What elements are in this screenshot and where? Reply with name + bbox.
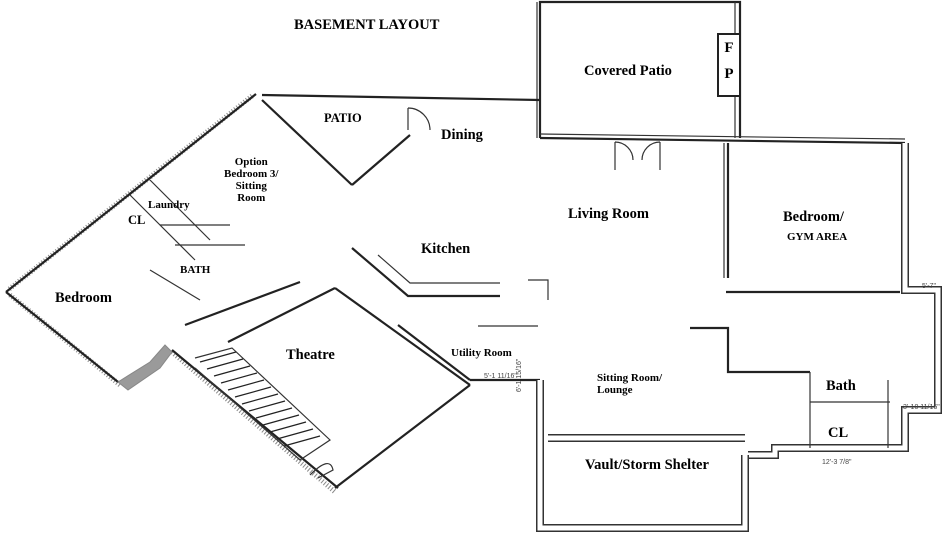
page-title: BASEMENT LAYOUT — [294, 17, 440, 33]
option-bedroom-line-3: Sitting — [235, 180, 267, 193]
room-label-patio: PATIO — [324, 111, 362, 125]
sitting-room-line-1: Sitting Room/ — [597, 372, 663, 384]
room-label-bedroom-left: Bedroom — [55, 290, 112, 306]
ground-hatch — [117, 344, 173, 391]
dimension-label-3: 3'-10 11/16" — [903, 404, 940, 411]
utility-walls — [397, 324, 540, 382]
fireplace-label-p: P — [724, 66, 734, 82]
dimension-label-4: 12'-3 7/8" — [822, 459, 852, 466]
option-bedroom-line-2: Bedroom 3/ — [224, 168, 279, 181]
fireplace-box: F P — [717, 33, 741, 97]
left-exterior-walls — [5, 93, 411, 387]
kitchen-walls — [351, 247, 549, 300]
option-bedroom-line-1: Option — [234, 156, 268, 168]
room-label-sitting-room: Sitting Room/ Lounge — [597, 372, 662, 396]
room-label-gym-area: GYM AREA — [787, 231, 848, 243]
room-label-closet-left: CL — [128, 213, 146, 227]
vault-walls — [536, 380, 749, 532]
room-label-kitchen: Kitchen — [421, 241, 471, 257]
dimension-label-1: 5'-1 11/16" — [484, 373, 517, 380]
upper-walls — [261, 93, 906, 145]
fireplace-label-f: F — [724, 40, 734, 56]
room-label-theatre: Theatre — [286, 347, 335, 363]
room-label-living-room: Living Room — [568, 206, 649, 222]
left-interior-walls — [129, 179, 301, 327]
room-label-utility-room: Utility Room — [451, 347, 512, 359]
staircase — [194, 347, 334, 479]
room-label-closet-right: CL — [828, 425, 849, 441]
room-label-laundry: Laundry — [148, 199, 190, 211]
sitting-room-line-2: Lounge — [597, 384, 633, 397]
room-label-option-bedroom: Option Bedroom 3/ Sitting Room — [224, 156, 279, 204]
dimension-label-5: 5'-7" — [922, 283, 936, 290]
theatre-walls — [170, 287, 471, 494]
option-bedroom-line-4: Room — [237, 192, 266, 205]
room-label-covered-patio: Covered Patio — [584, 63, 672, 79]
door-swings — [407, 107, 661, 170]
dimension-label-2: 6'-1 15/16" — [516, 358, 523, 392]
room-label-dining: Dining — [441, 127, 483, 143]
room-label-bedroom-right: Bedroom/ — [783, 209, 844, 225]
room-label-vault: Vault/Storm Shelter — [585, 457, 709, 473]
room-label-bath-left: BATH — [180, 264, 211, 276]
right-walls — [690, 143, 942, 459]
room-label-bath-right: Bath — [826, 378, 856, 394]
